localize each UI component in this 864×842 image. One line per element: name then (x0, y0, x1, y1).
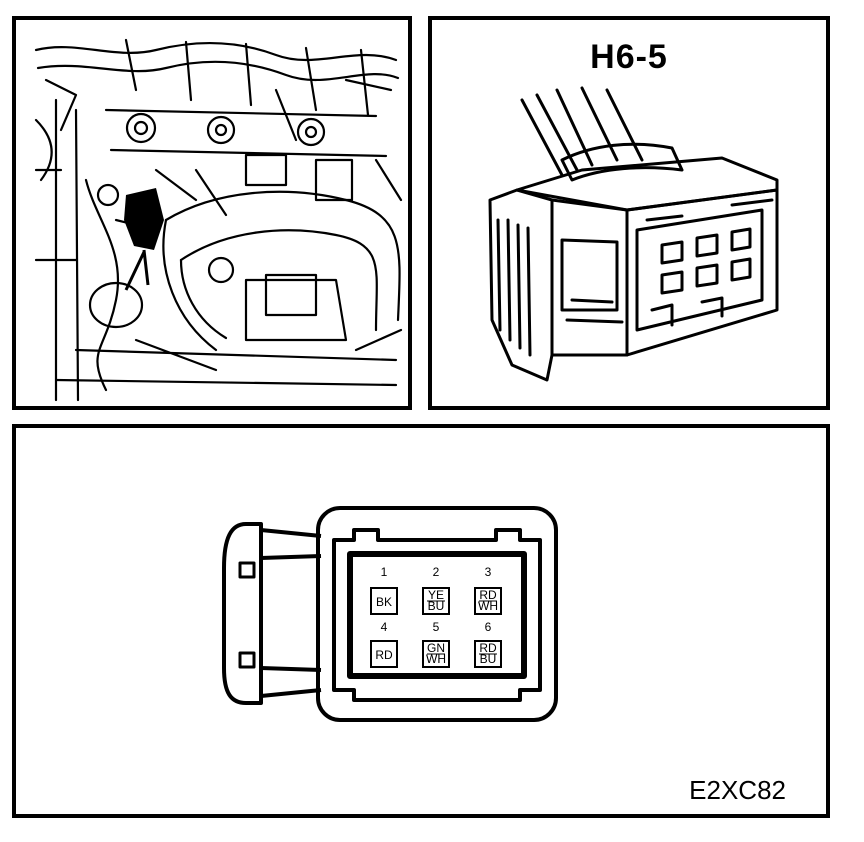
connector-3d-panel: H6-5 (428, 16, 830, 410)
pin-wire-color: BU (428, 599, 445, 613)
pin-number: 3 (485, 565, 492, 579)
engine-bay-location-panel (12, 16, 412, 410)
connector-id-label: H6-5 (590, 38, 668, 76)
pin-4: 4RD (370, 620, 398, 668)
pin-cavity (370, 587, 398, 615)
pin-wire-color: WH (426, 652, 446, 666)
pin-wire-color: BK (376, 595, 392, 609)
pin-number: 6 (485, 620, 492, 634)
pin-wire-color: RD (479, 588, 497, 602)
pin-number: 4 (381, 620, 388, 634)
pin-wire-color: RD (375, 648, 393, 662)
pin-cavity (370, 640, 398, 668)
engine-bay-illustration (34, 38, 403, 402)
connector-3d-illustration (488, 86, 779, 382)
pin-wire-color: YE (428, 588, 444, 602)
pin-wire-color: RD (479, 641, 497, 655)
pin-number: 2 (433, 565, 440, 579)
pin-number: 5 (433, 620, 440, 634)
pin-wire-color: WH (478, 599, 498, 613)
pin-wire-color: GN (427, 641, 445, 655)
figure-code: E2XC82 (689, 775, 786, 805)
pin-1: 1BK (370, 565, 398, 615)
pin-number: 1 (381, 565, 388, 579)
pin-wire-color: BU (480, 652, 497, 666)
